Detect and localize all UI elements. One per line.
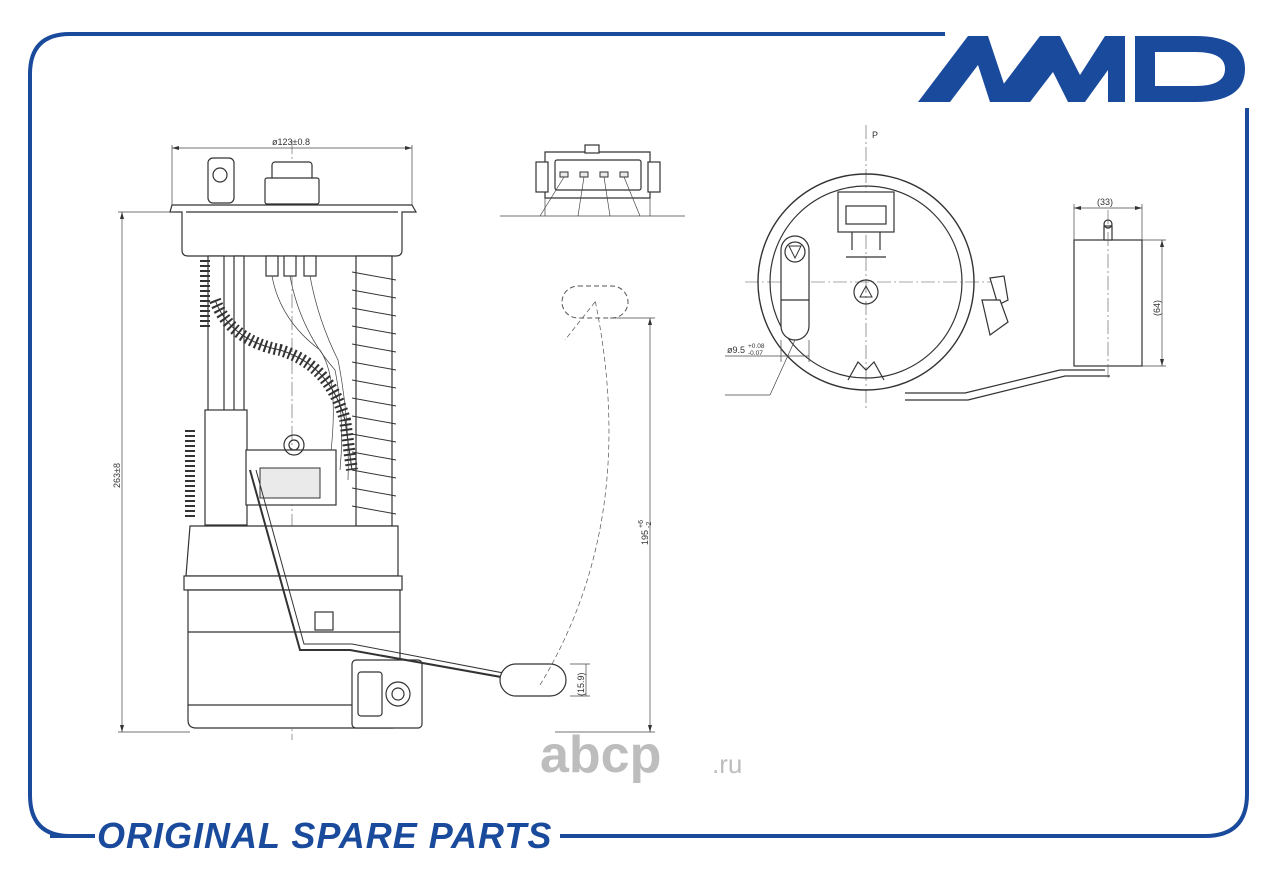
dim-float-arm: 195 [640, 530, 650, 545]
connector-view [500, 144, 685, 217]
watermark-suffix: .ru [712, 749, 742, 779]
watermark: abcp .ru [540, 726, 742, 784]
dim-float-arm-tol-upper: +6 [638, 520, 645, 528]
watermark-text: abcp [540, 726, 661, 784]
footer-text: ORIGINAL SPARE PARTS [97, 815, 552, 856]
dim-flange-diameter: ø123±0.8 [272, 137, 310, 147]
top-view-label: P [872, 130, 878, 140]
dim-sender-width: (33) [1097, 197, 1113, 207]
dim-outlet-tol-lower: -0.07 [748, 350, 763, 357]
dim-outlet-tol-upper: +0.08 [748, 343, 765, 350]
dim-total-height: 263±8 [112, 463, 122, 488]
amd-logo [918, 36, 1245, 102]
dim-outlet-diameter: ø9.5 [727, 345, 745, 355]
front-view: ø123±0.8 263±8 [112, 137, 655, 740]
dim-float-size: (15.9) [576, 672, 586, 696]
top-view: P ø9.5 +0.08 -0.07 [725, 125, 1166, 410]
dim-float-arm-tol-lower: -2 [646, 522, 653, 528]
dim-sender-height: (64) [1152, 300, 1162, 316]
border-frame [28, 32, 1249, 838]
